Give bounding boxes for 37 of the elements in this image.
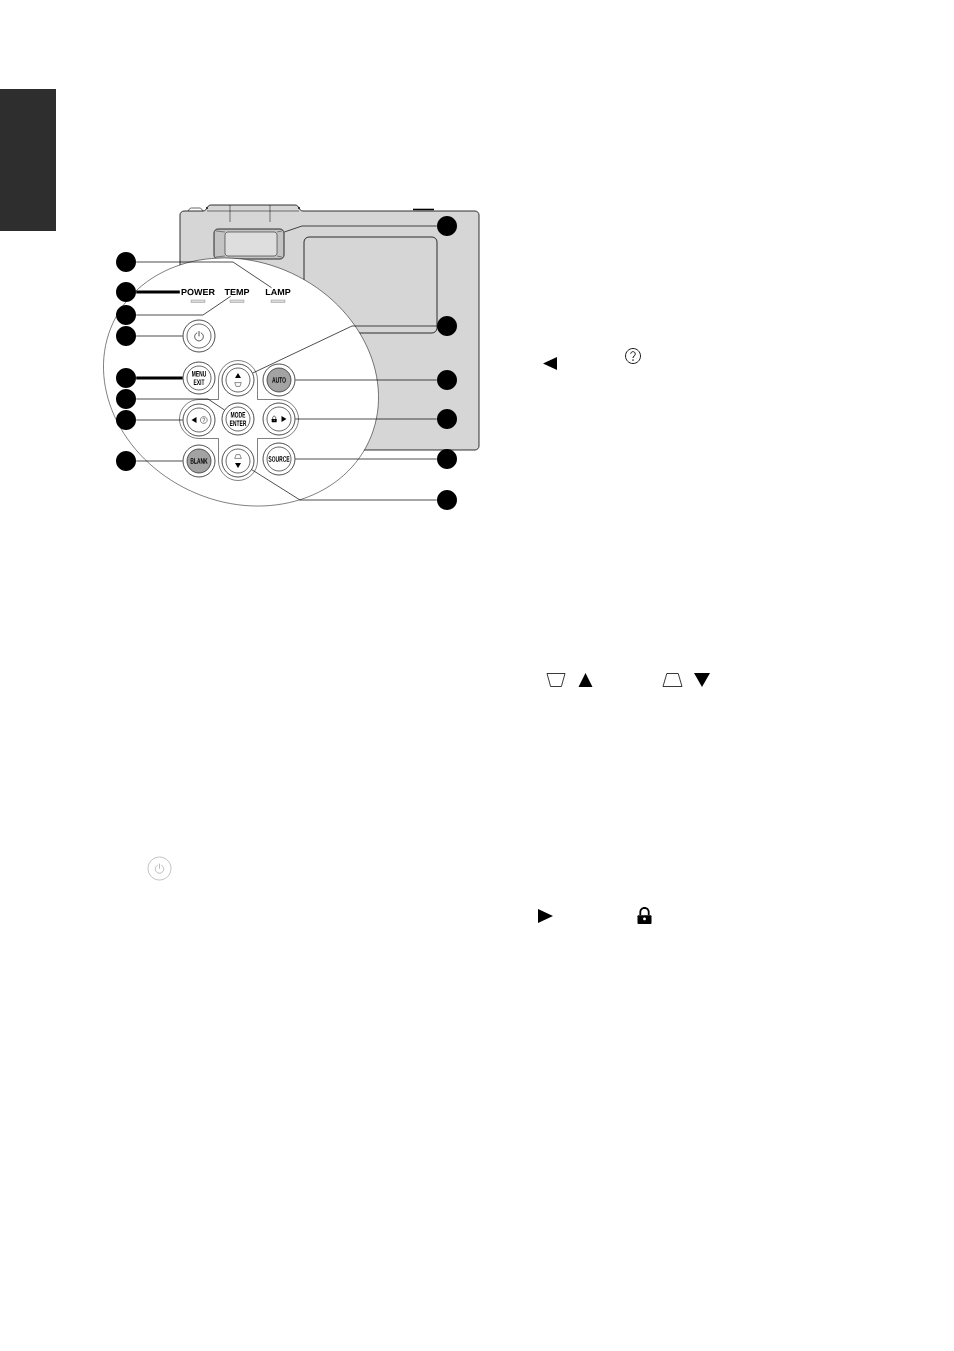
leader-line — [251, 469, 438, 501]
leader-line — [252, 325, 438, 374]
indicator-label: TEMP — [224, 288, 250, 296]
leader-line — [295, 418, 438, 420]
down-button — [221, 444, 255, 478]
right-button — [262, 402, 296, 436]
focus-ring — [213, 228, 285, 260]
callout-dot — [437, 370, 457, 390]
power-button — [182, 319, 216, 353]
callout-dot — [116, 451, 136, 471]
leader-line — [284, 225, 438, 233]
callout-dot — [437, 490, 457, 510]
callout-dot — [437, 449, 457, 469]
callout-dot — [437, 409, 457, 429]
menu-button: MENU EXIT — [182, 361, 216, 395]
leader-line — [136, 290, 180, 294]
callout-dot — [437, 216, 457, 236]
callout-dot — [437, 316, 457, 336]
leader-line — [136, 376, 183, 380]
blank-button: BLANK — [182, 444, 216, 478]
leader-line — [135, 398, 225, 411]
auto-button: AUTO — [262, 363, 296, 397]
indicator-label: POWER — [181, 288, 215, 296]
leader-line — [135, 419, 183, 421]
leader-line — [135, 261, 272, 289]
leader-line — [135, 460, 183, 462]
callout-dot — [116, 282, 136, 302]
indicator-label: LAMP — [265, 288, 291, 296]
callout-dot — [116, 252, 136, 272]
leader-line — [295, 379, 438, 381]
up-button — [221, 363, 255, 397]
leader-line — [135, 295, 231, 316]
left-button — [182, 403, 216, 437]
leader-line — [295, 458, 438, 460]
leader-line — [135, 335, 183, 337]
mode-button: MODE ENTER — [221, 402, 255, 436]
source-button: SOURCE — [262, 442, 296, 476]
